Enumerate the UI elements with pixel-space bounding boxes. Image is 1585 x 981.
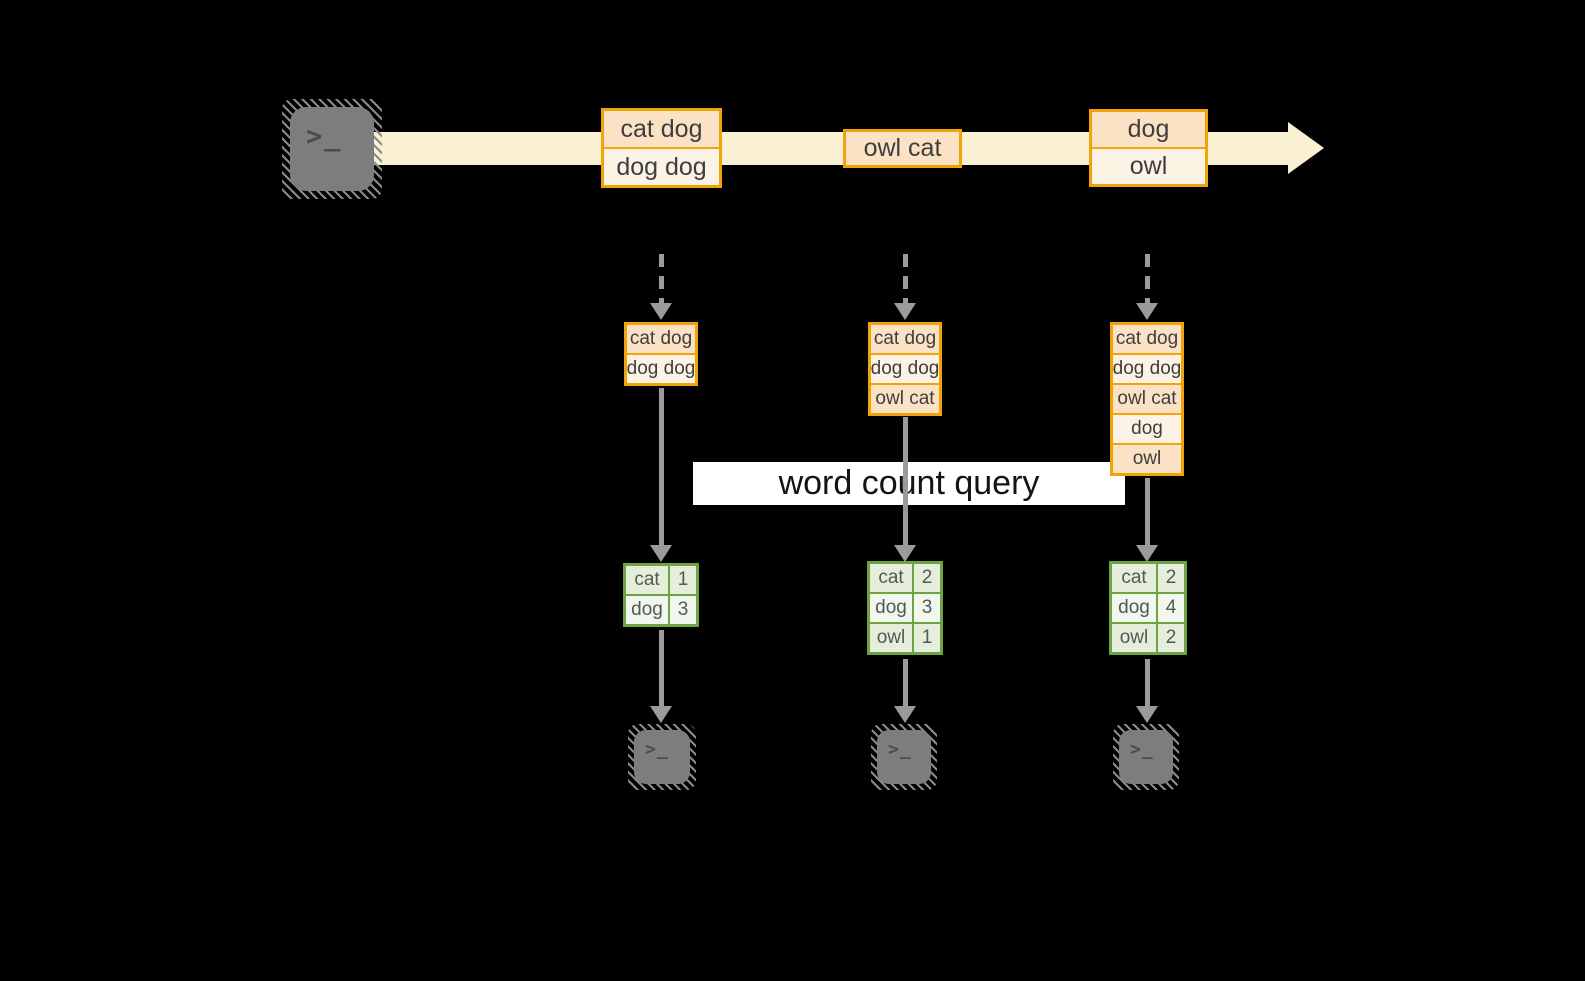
event-row: owl <box>1092 149 1205 184</box>
arrow-head-icon <box>650 545 672 562</box>
stream-event-box-2: owl cat <box>843 129 962 168</box>
terminal-prompt-icon: >_ <box>306 121 343 152</box>
word-cell: cat <box>1112 564 1156 592</box>
event-row: cat dog <box>604 111 719 147</box>
dashed-arrow-head-icon <box>1136 303 1158 320</box>
dashed-arrow-shaft <box>1145 254 1150 304</box>
arrow-shaft <box>1145 478 1150 545</box>
terminal-body: >_ <box>877 730 931 784</box>
arrow-shaft <box>903 417 908 545</box>
sink-terminal-icon-1: >_ <box>628 724 696 790</box>
state-row: dog dog <box>871 355 939 383</box>
arrow-head-icon <box>894 706 916 723</box>
count-cell: 4 <box>1158 594 1184 622</box>
arrow-shaft <box>659 388 664 546</box>
state-buffer-1: cat dog dog dog <box>624 322 698 386</box>
event-row: dog <box>1092 112 1205 147</box>
sink-terminal-icon-3: >_ <box>1113 724 1179 790</box>
stream-event-box-3: dog owl <box>1089 109 1208 187</box>
table-row: cat 1 <box>626 566 696 594</box>
word-count-query-label: word count query <box>693 462 1125 505</box>
count-cell: 2 <box>1158 624 1184 652</box>
count-cell: 2 <box>1158 564 1184 592</box>
count-cell: 1 <box>670 566 696 594</box>
count-cell: 1 <box>914 624 940 652</box>
word-cell: dog <box>626 596 668 624</box>
state-row: dog dog <box>1113 355 1181 383</box>
arrow-head-icon <box>894 545 916 562</box>
arrow-head-icon <box>1136 706 1158 723</box>
word-cell: dog <box>1112 594 1156 622</box>
source-terminal-icon: >_ <box>282 99 382 199</box>
table-row: cat 2 <box>1112 564 1184 592</box>
terminal-prompt-icon: >_ <box>1130 739 1154 760</box>
terminal-body: >_ <box>1119 730 1173 784</box>
state-row: owl <box>1113 445 1181 473</box>
arrow-shaft <box>903 659 908 706</box>
state-row: owl cat <box>871 385 939 413</box>
word-cell: owl <box>870 624 912 652</box>
table-row: cat 2 <box>870 564 940 592</box>
state-row: owl cat <box>1113 385 1181 413</box>
count-table-3: cat 2 dog 4 owl 2 <box>1109 561 1187 655</box>
terminal-prompt-icon: >_ <box>888 739 912 760</box>
state-buffer-3: cat dog dog dog owl cat dog owl <box>1110 322 1184 476</box>
dashed-arrow-shaft <box>659 254 664 304</box>
state-row: dog dog <box>627 355 695 383</box>
event-row: dog dog <box>604 149 719 185</box>
count-table-1: cat 1 dog 3 <box>623 563 699 627</box>
state-row: cat dog <box>1113 325 1181 353</box>
table-row: dog 3 <box>626 596 696 624</box>
table-row: dog 3 <box>870 594 940 622</box>
arrow-shaft <box>1145 659 1150 706</box>
arrow-head-icon <box>1136 545 1158 562</box>
stream-arrow-head-icon <box>1288 122 1324 174</box>
terminal-body: >_ <box>290 107 374 191</box>
word-cell: dog <box>870 594 912 622</box>
arrow-shaft <box>659 630 664 706</box>
sink-terminal-icon-2: >_ <box>871 724 937 790</box>
arrow-head-icon <box>650 706 672 723</box>
state-row: cat dog <box>627 325 695 353</box>
count-cell: 2 <box>914 564 940 592</box>
word-cell: owl <box>1112 624 1156 652</box>
table-row: dog 4 <box>1112 594 1184 622</box>
word-cell: cat <box>870 564 912 592</box>
state-row: dog <box>1113 415 1181 443</box>
stream-event-box-1: cat dog dog dog <box>601 108 722 188</box>
count-table-2: cat 2 dog 3 owl 1 <box>867 561 943 655</box>
dashed-arrow-shaft <box>903 254 908 304</box>
state-buffer-2: cat dog dog dog owl cat <box>868 322 942 416</box>
state-row: cat dog <box>871 325 939 353</box>
count-cell: 3 <box>670 596 696 624</box>
dashed-arrow-head-icon <box>894 303 916 320</box>
dashed-arrow-head-icon <box>650 303 672 320</box>
word-cell: cat <box>626 566 668 594</box>
table-row: owl 1 <box>870 624 940 652</box>
terminal-prompt-icon: >_ <box>645 739 669 760</box>
count-cell: 3 <box>914 594 940 622</box>
terminal-body: >_ <box>634 730 690 784</box>
event-row: owl cat <box>846 132 959 165</box>
table-row: owl 2 <box>1112 624 1184 652</box>
